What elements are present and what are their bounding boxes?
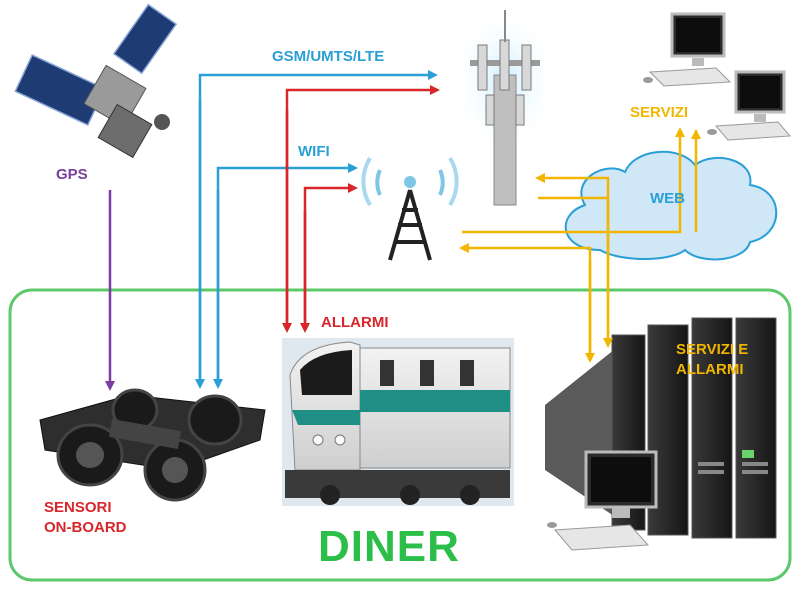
servizi-allarmi-label: SERVIZI E ALLARMI	[676, 340, 748, 380]
sensori-line-2: ON-BOARD	[44, 519, 127, 536]
diner-title: DINER	[318, 522, 460, 571]
allarmi-label: ALLARMI	[321, 314, 389, 331]
wifi-label: WIFI	[298, 143, 330, 160]
sensori-label: SENSORI ON-BOARD	[44, 498, 127, 538]
web-label: WEB	[650, 190, 685, 207]
desktop-computer-icon	[547, 450, 658, 551]
sensori-line-1: SENSORI	[44, 499, 112, 516]
satellite-icon	[14, 3, 178, 159]
cell-tower-icon	[450, 10, 560, 206]
servizi-allarmi-line-2: ALLARMI	[676, 361, 744, 378]
web-servizi-arrow	[462, 127, 685, 234]
servizi-allarmi-line-1: SERVIZI E	[676, 341, 749, 358]
desktop-computer-icon	[707, 70, 792, 141]
wifi-antenna-icon	[361, 156, 459, 261]
desktop-computer-icon	[643, 12, 732, 87]
train-locomotive-icon	[282, 338, 514, 506]
gps-label: GPS	[56, 166, 88, 183]
servizi-label: SERVIZI	[630, 104, 689, 121]
gsm-label: GSM/UMTS/LTE	[272, 48, 385, 65]
bogie-sensor-icon	[39, 388, 266, 502]
